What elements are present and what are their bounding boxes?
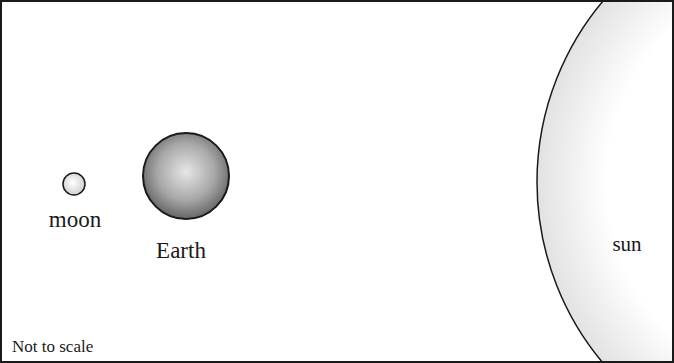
body-label: moon	[49, 207, 101, 232]
moon-label-node: moon	[49, 207, 101, 232]
earth-label-node: Earth	[156, 238, 206, 263]
moon-circle	[63, 173, 85, 195]
scale-note: Not to scale	[12, 338, 93, 357]
body-label: Earth	[156, 238, 206, 263]
sun-node: sun	[612, 233, 641, 256]
sun-arc	[537, 1, 673, 362]
body-label: sun	[612, 233, 641, 256]
earth-circle	[143, 133, 229, 219]
